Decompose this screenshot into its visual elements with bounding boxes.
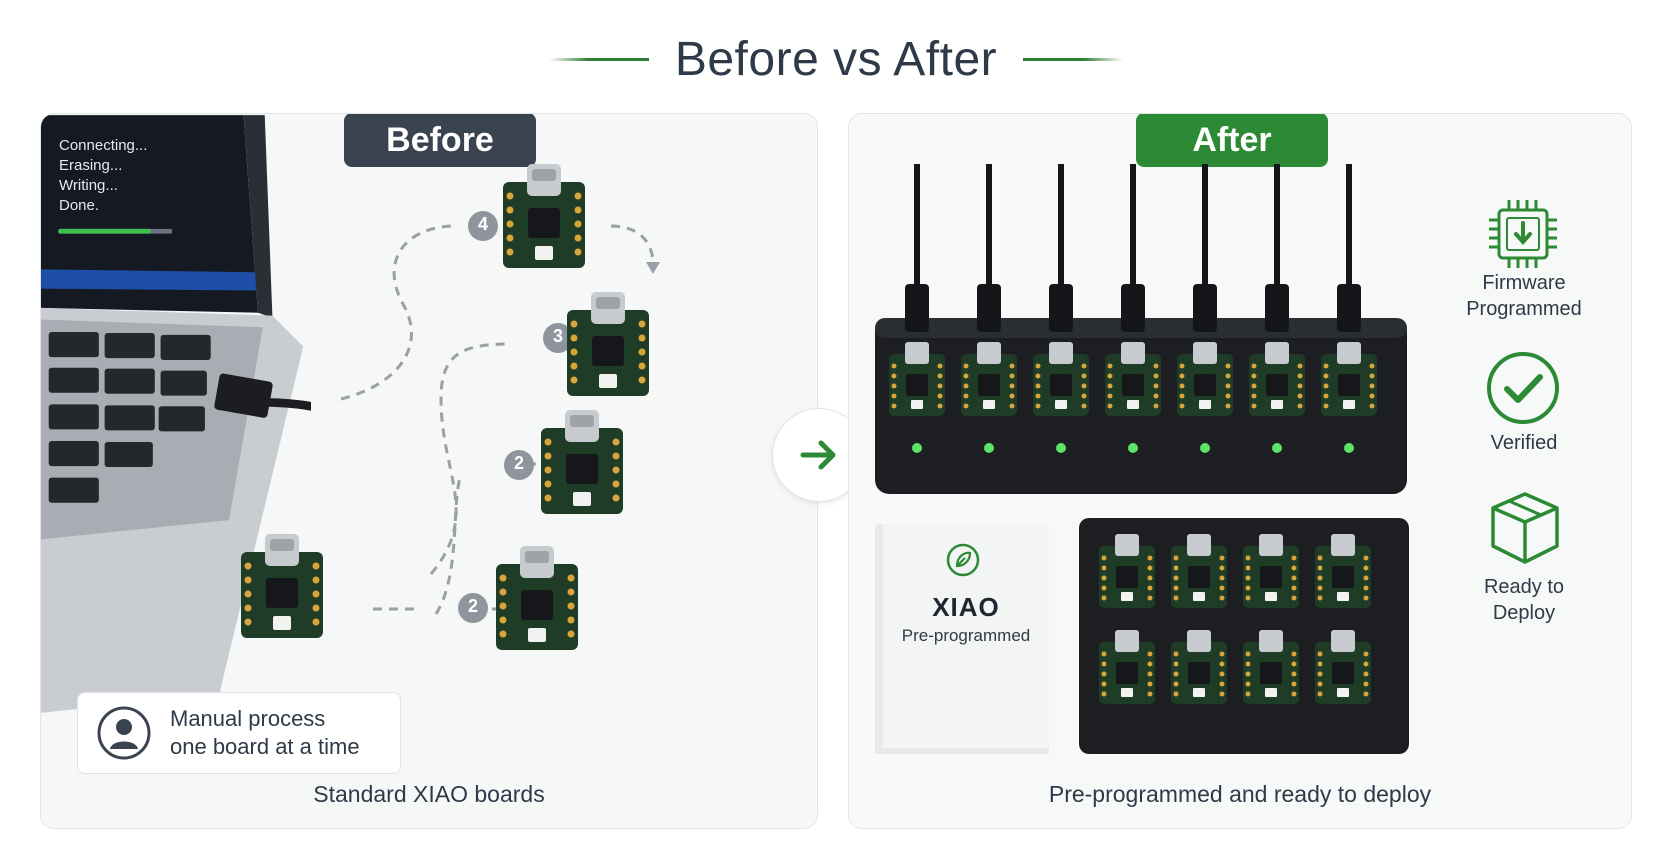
feature-line: Ready to: [1483, 576, 1565, 598]
user-icon: [97, 706, 151, 760]
feature-line: Firmware: [1482, 272, 1566, 294]
box-brand: XIAO: [932, 592, 1000, 622]
arrow-right-icon: [800, 440, 836, 470]
step-number: 4: [477, 214, 488, 234]
process-line-1: Manual process: [170, 706, 326, 731]
before-label: Before: [344, 114, 536, 167]
feature-line: Deploy: [1492, 602, 1556, 624]
feature-line: Programmed: [1466, 298, 1582, 320]
programming-station: [875, 164, 1409, 754]
page-title: Before vs After: [674, 32, 998, 86]
terminal-output: Connecting... Erasing... Writing... Done…: [59, 136, 147, 216]
title-line-left: [548, 57, 649, 61]
before-panel: Connecting... Erasing... Writing... Done…: [40, 113, 818, 829]
terminal-line: Connecting...: [59, 137, 148, 154]
feature-verified: Verified: [1449, 430, 1599, 456]
box-subtitle: Pre-programmed: [901, 626, 1031, 645]
process-line-2: one board at a time: [170, 734, 360, 759]
leaf-logo-icon: [946, 543, 980, 577]
after-label: After: [1136, 114, 1328, 167]
step-badges: [458, 211, 573, 623]
title-line-right: [1023, 57, 1124, 61]
step-number: 2: [467, 596, 478, 616]
manual-process-badge: Manual process one board at a time: [77, 692, 401, 774]
feature-ready: Ready to Deploy: [1449, 574, 1599, 626]
terminal-line: Done.: [59, 197, 100, 214]
step-number: 3: [552, 326, 563, 346]
terminal-line: Writing...: [59, 177, 118, 194]
manual-flow-diagram: [241, 164, 660, 650]
after-caption: Pre-programmed and ready to deploy: [1048, 781, 1432, 807]
after-panel: After: [848, 113, 1632, 829]
laptop-illustration: [41, 115, 311, 713]
box-icon: [1491, 492, 1559, 564]
terminal-line: Erasing...: [59, 157, 123, 174]
title-row: Before vs After: [0, 24, 1672, 94]
step-number: 2: [513, 453, 524, 473]
feature-firmware: Firmware Programmed: [1449, 270, 1599, 322]
check-circle-icon: [1487, 352, 1559, 424]
before-caption: Standard XIAO boards: [313, 781, 545, 807]
feature-line: Verified: [1490, 432, 1558, 454]
chip-download-icon: [1489, 200, 1557, 268]
